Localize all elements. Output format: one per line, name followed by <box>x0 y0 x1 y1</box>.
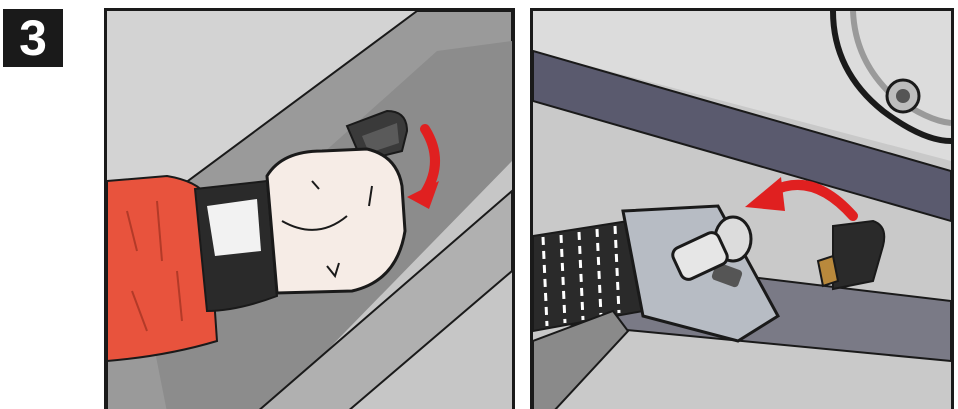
hand-turning-handle-illustration <box>107 11 512 409</box>
pin-latch-illustration <box>533 11 951 409</box>
step-number: 3 <box>19 13 47 63</box>
left-illustration-panel <box>104 8 515 409</box>
wrist-band-icon <box>195 181 277 311</box>
step-number-badge: 3 <box>3 9 63 67</box>
strap-icon <box>533 221 643 331</box>
fist-icon <box>267 149 405 293</box>
right-illustration-panel <box>530 8 954 409</box>
